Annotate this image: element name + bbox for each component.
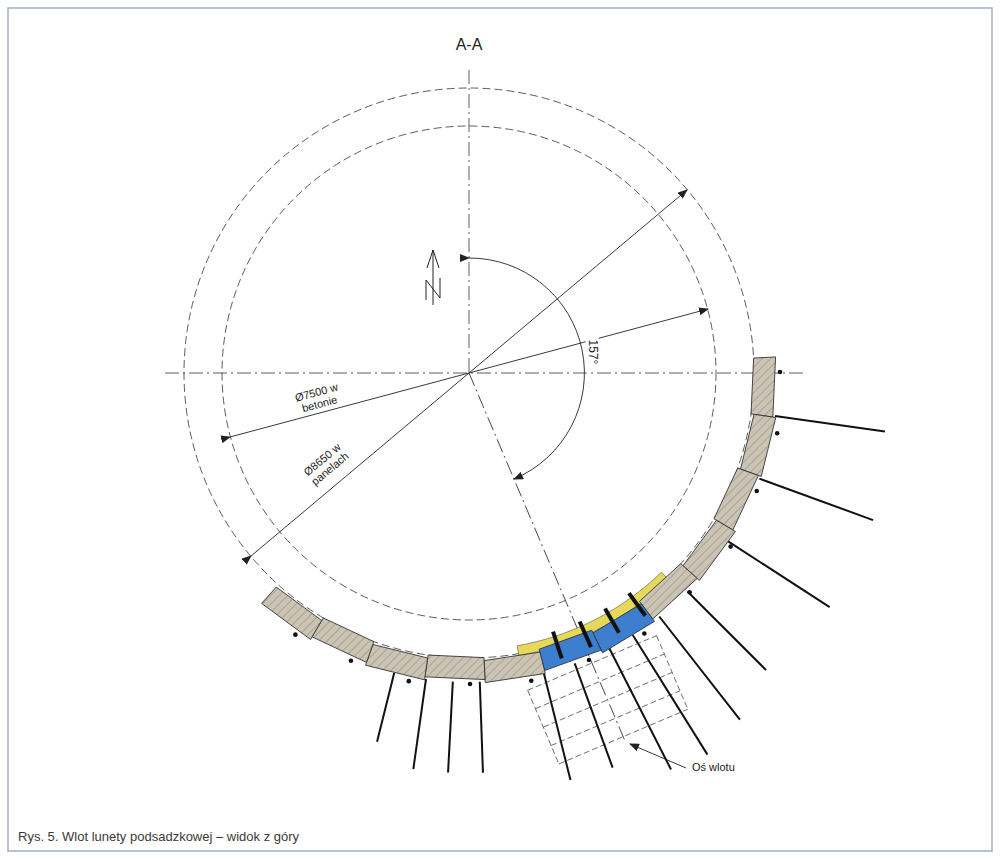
anchor-rod (413, 679, 426, 769)
bolt (778, 370, 783, 375)
bolt-plate (553, 632, 562, 659)
lining-panel (484, 652, 545, 682)
bolt (642, 631, 647, 636)
anchor-rod (480, 682, 483, 773)
inlet-panel (593, 604, 654, 653)
bolt (293, 632, 298, 637)
anchor-rod (609, 648, 671, 769)
tunnel-line (551, 691, 680, 746)
dimension-label: 157° (585, 332, 598, 372)
leader-line (630, 744, 686, 768)
anchor-rod (448, 682, 453, 773)
lining-panel (640, 564, 698, 619)
bolt (529, 678, 534, 683)
bolt (468, 682, 473, 687)
bolt (754, 489, 759, 494)
bolt-plate (629, 593, 645, 616)
centre-line (165, 373, 805, 374)
tunnel-line (543, 672, 672, 727)
anchor-rod (759, 479, 873, 520)
inlet-panel (539, 630, 601, 670)
frame (8, 8, 992, 851)
bolt (775, 431, 780, 436)
anchor-rod (544, 673, 571, 780)
bolt (687, 590, 692, 595)
lining-panel (683, 520, 735, 580)
bolt (349, 658, 354, 663)
dimension-label: Oś wlotu (692, 761, 735, 773)
tunnel-line (528, 690, 559, 764)
lining-panel (366, 644, 428, 679)
lining-panel (262, 587, 322, 639)
anchor-rod (775, 416, 885, 431)
shaft-lining (262, 357, 885, 780)
bolt (406, 679, 411, 684)
lining-panel (751, 357, 776, 417)
centre-line (469, 70, 470, 372)
lining-panel (714, 468, 758, 530)
anchor-rod (728, 541, 829, 607)
angle-arc (469, 258, 584, 479)
lining-panel (312, 618, 374, 662)
anchor-rod (377, 673, 394, 742)
tunnel-line (559, 709, 688, 764)
figure-caption: Rys. 5. Wlot lunety podsadzkowej – widok… (18, 830, 299, 844)
bolt (587, 658, 592, 663)
anchor-rod (575, 663, 613, 767)
anchor-rod (633, 635, 708, 755)
lining-panel (425, 655, 485, 680)
bolt-plate (605, 609, 619, 633)
bolt-plate (580, 621, 591, 647)
bolt (728, 544, 733, 549)
lining-panel (740, 414, 775, 476)
anchor-rod (659, 616, 740, 719)
north-arrow (426, 250, 440, 305)
section-title: A-A (429, 36, 509, 54)
anchor-rod (687, 591, 765, 669)
